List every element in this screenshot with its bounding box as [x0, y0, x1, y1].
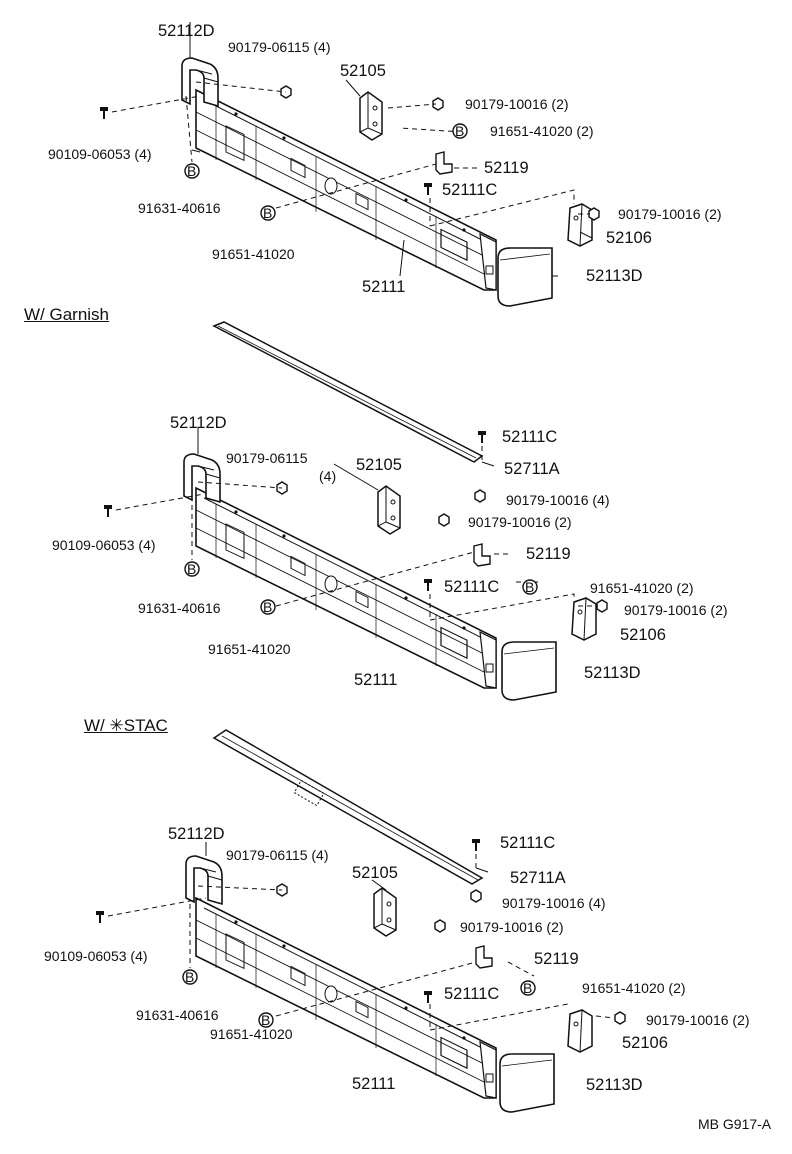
label-52111c: 52111C — [500, 834, 556, 852]
label-52119: 52119 — [534, 950, 579, 968]
section-3-parts — [95, 729, 626, 1113]
label-90179-10016: 90179-10016 (2) — [624, 602, 728, 618]
bolt-marker-label: B — [523, 980, 533, 996]
label-90109-06053: 90109-06053 (4) — [48, 146, 152, 162]
label-52106: 52106 — [620, 626, 666, 644]
label-52105: 52105 — [340, 62, 386, 80]
bolt-marker-label: B — [261, 1012, 271, 1028]
label-91651-41020: 91651-41020 (2) — [590, 580, 694, 596]
label-90179-10016: 90179-10016 (4) — [502, 895, 606, 911]
label-quantity: (4) — [319, 468, 337, 484]
label-91651-41020: 91651-41020 (2) — [490, 123, 594, 139]
label-91651-41020: 91651-41020 — [212, 246, 295, 262]
bolt-marker-label: B — [525, 579, 535, 595]
label-91631-40616: 91631-40616 — [138, 600, 221, 616]
bolt-markers — [182, 123, 538, 1028]
label-52105: 52105 — [356, 456, 402, 474]
label-52112d: 52112D — [158, 22, 215, 40]
label-52105: 52105 — [352, 864, 398, 882]
label-52111: 52111 — [352, 1075, 396, 1093]
label-52113d: 52113D — [584, 664, 641, 682]
bolt-marker-label: B — [187, 163, 197, 179]
label-90179-10016: 90179-10016 (4) — [506, 492, 610, 508]
label-90179-10016: 90179-10016 (2) — [646, 1012, 750, 1028]
label-90179-10016: 90179-10016 (2) — [460, 919, 564, 935]
section-2-parts — [103, 321, 608, 701]
label-52119: 52119 — [526, 545, 571, 563]
section-title-stac: W/ ✳STAC — [84, 716, 168, 735]
label-52106: 52106 — [622, 1034, 668, 1052]
label-52106: 52106 — [606, 229, 652, 247]
label-52113d: 52113D — [586, 267, 643, 285]
bolt-marker-label: B — [455, 123, 465, 139]
bolt-marker-label: B — [185, 969, 195, 985]
label-52111c: 52111C — [442, 181, 498, 199]
drawing-code: MB G917-A — [698, 1116, 772, 1132]
label-90179-06115: 90179-06115 (4) — [228, 39, 331, 55]
label-52111c: 52111C — [444, 578, 500, 596]
section-1-parts — [99, 22, 600, 307]
section-title-garnish: W/ Garnish — [24, 305, 110, 324]
label-52111c: 52111C — [444, 985, 500, 1003]
bolt-marker-label: B — [263, 205, 273, 221]
label-52711a: 52711A — [504, 460, 560, 478]
label-52111: 52111 — [362, 278, 406, 296]
label-52711a: 52711A — [510, 869, 566, 887]
label-52111c: 52111C — [502, 428, 558, 446]
label-52111: 52111 — [354, 671, 398, 689]
label-52113d: 52113D — [586, 1076, 643, 1094]
label-91651-41020: 91651-41020 — [208, 641, 291, 657]
label-90179-10016: 90179-10016 (2) — [465, 96, 569, 112]
label-90179-06115: 90179-06115 — [226, 450, 308, 466]
label-91631-40616: 91631-40616 — [138, 200, 221, 216]
label-90109-06053: 90109-06053 (4) — [52, 537, 156, 553]
label-91651-41020: 91651-41020 — [210, 1026, 293, 1042]
label-91651-41020: 91651-41020 (2) — [582, 980, 686, 996]
label-52119: 52119 — [484, 159, 529, 177]
label-90179-10016: 90179-10016 (2) — [618, 206, 722, 222]
label-90179-10016: 90179-10016 (2) — [468, 514, 572, 530]
bolt-marker-label: B — [187, 561, 197, 577]
label-90109-06053: 90109-06053 (4) — [44, 948, 148, 964]
label-91631-40616: 91631-40616 — [136, 1007, 219, 1023]
label-52112d: 52112D — [170, 414, 227, 432]
label-90179-06115: 90179-06115 (4) — [226, 847, 329, 863]
label-52112d: 52112D — [168, 825, 225, 843]
bolt-marker-label: B — [263, 599, 273, 615]
